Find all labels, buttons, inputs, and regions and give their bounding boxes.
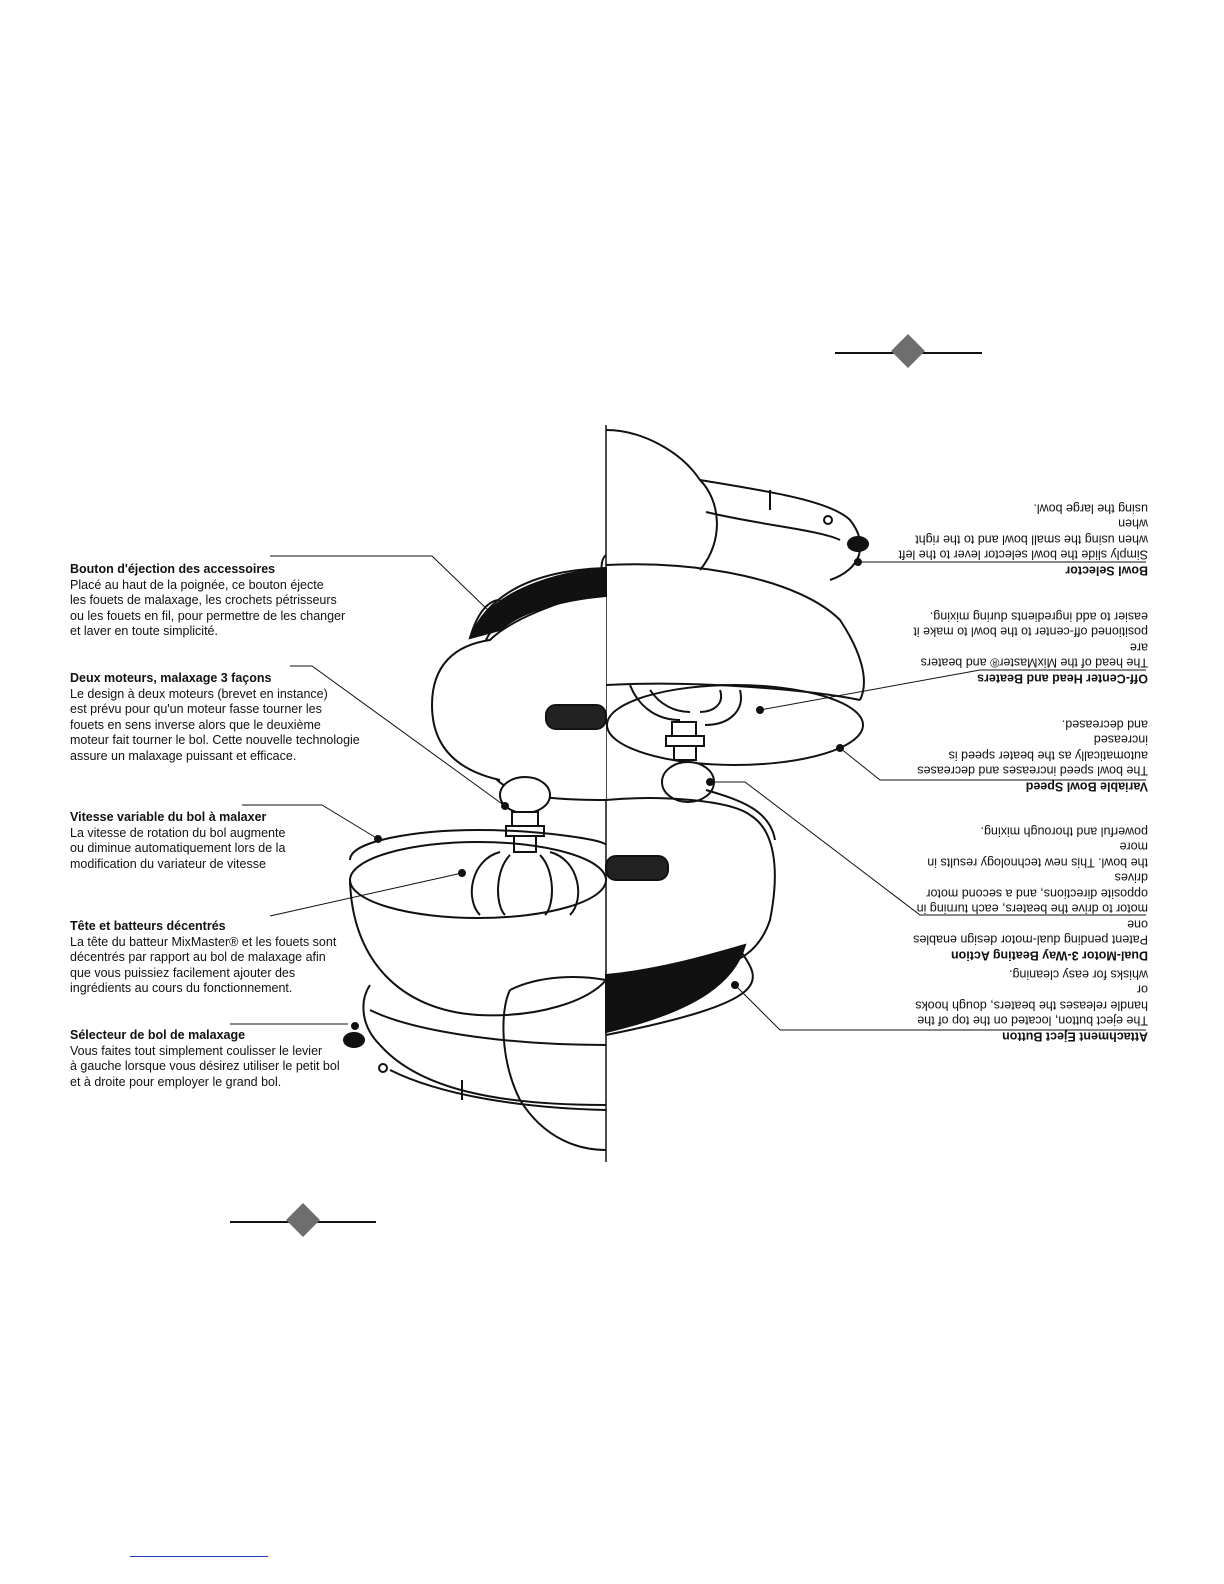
- callout-en-head-text: The head of the MixMaster® and beaters a…: [902, 608, 1148, 670]
- callout-fr-motors-text: Le design à deux moteurs (brevet en inst…: [70, 687, 360, 765]
- callout-fr-bowl-text: Vous faites tout simplement coulisser le…: [70, 1044, 340, 1091]
- callout-en-speed: Variable Bowl Speed The bowl speed incre…: [898, 716, 1148, 794]
- callout-en-motors-text: Patent pending dual-motor design enables…: [896, 823, 1148, 947]
- callout-en-bowl-title: Bowl Selector: [886, 562, 1148, 578]
- divider-top: [835, 334, 982, 368]
- callout-fr-head: Tête et batteurs décentrés La tête du ba…: [70, 919, 336, 997]
- callout-en-head: Off-Center Head and Beaters The head of …: [902, 608, 1148, 686]
- callout-en-bowl: Bowl Selector Simply slide the bowl sele…: [886, 500, 1148, 578]
- callout-fr-bowl: Sélecteur de bol de malaxage Vous faites…: [70, 1028, 340, 1090]
- callout-fr-eject: Bouton d'éjection des accessoires Placé …: [70, 562, 345, 640]
- callout-fr-motors: Deux moteurs, malaxage 3 façons Le desig…: [70, 671, 360, 764]
- callout-fr-eject-title: Bouton d'éjection des accessoires: [70, 562, 345, 578]
- callout-en-motors-title: Dual-Motor 3-Way Beating Action: [896, 947, 1148, 963]
- divider-bottom: [230, 1203, 376, 1237]
- bottom-rule: [130, 1556, 268, 1557]
- callout-fr-speed: Vitesse variable du bol à malaxer La vit…: [70, 810, 285, 872]
- callout-fr-speed-text: La vitesse de rotation du bol augmente o…: [70, 826, 285, 873]
- callout-en-eject-title: Attachment Eject Button: [912, 1028, 1148, 1044]
- callout-fr-speed-title: Vitesse variable du bol à malaxer: [70, 810, 285, 826]
- callout-en-speed-title: Variable Bowl Speed: [898, 778, 1148, 794]
- callout-fr-head-title: Tête et batteurs décentrés: [70, 919, 336, 935]
- callout-fr-head-text: La tête du batteur MixMaster® et les fou…: [70, 935, 336, 997]
- callout-fr-bowl-title: Sélecteur de bol de malaxage: [70, 1028, 340, 1044]
- callout-en-motors: Dual-Motor 3-Way Beating Action Patent p…: [896, 823, 1148, 963]
- callout-en-speed-text: The bowl speed increases and decreases a…: [898, 716, 1148, 778]
- callout-en-bowl-text: Simply slide the bowl selector lever to …: [886, 500, 1148, 562]
- callout-fr-motors-title: Deux moteurs, malaxage 3 façons: [70, 671, 360, 687]
- callout-en-eject-text: The eject button, located on the top of …: [912, 966, 1148, 1028]
- callout-fr-eject-text: Placé au haut de la poignée, ce bouton é…: [70, 578, 345, 640]
- callout-en-head-title: Off-Center Head and Beaters: [902, 670, 1148, 686]
- callout-en-eject: Attachment Eject Button The eject button…: [912, 966, 1148, 1044]
